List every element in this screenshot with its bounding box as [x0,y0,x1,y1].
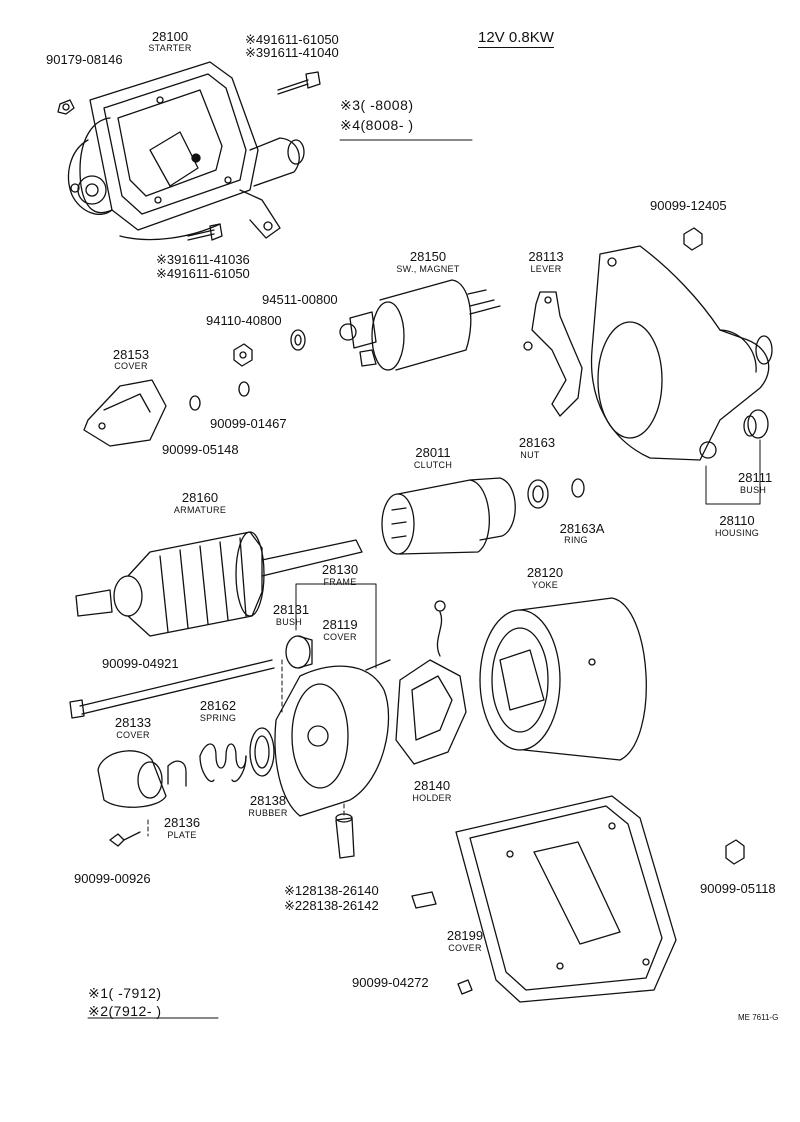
part-number-28150: 28150 [409,249,447,264]
part-number-28162: 28162 [199,698,237,713]
part-number-28119: 28119 [322,617,358,632]
part-number-90099-01467: 90099-01467 [210,416,287,431]
part-number-28110: 28110 [719,513,755,528]
part-name-28153: COVER [114,361,148,371]
part-number-28140: 28140 [413,778,451,793]
part-name-28138: RUBBER [248,808,288,818]
washer-94511-drawing [290,329,306,351]
yoke-drawing [479,597,647,761]
part-number-90099-05148: 90099-05148 [162,442,239,457]
bolt-91611-bottom-drawing [187,223,223,241]
part-name-28130: FRAME [323,577,357,587]
part-number-28011: 28011 [415,445,451,460]
ring-28163A-drawing [571,478,585,498]
part-number-90099-00926: 90099-00926 [74,871,151,886]
part-number-28131: 28131 [272,602,310,617]
part-number-28120: 28120 [526,565,564,580]
part-number-28130: 28130 [321,562,359,577]
part-number-28136: 28136 [163,815,201,830]
frame-cover-28119-drawing [274,659,391,817]
part-number-90099-12405: 90099-12405 [650,198,727,213]
part-name-28160: ARMATURE [173,505,227,515]
part-name-28113: LEVER [530,264,562,274]
part-number-90099-04272: 90099-04272 [352,975,429,990]
part-name-28131: BUSH [275,617,303,627]
clutch-drawing [381,477,516,555]
cap-28138-26140-drawing [411,891,437,909]
part-number-28153: 28153 [112,347,150,362]
part-number-91611-61050-top: ※491611-61050 [245,32,339,47]
bush-28131-drawing [285,635,313,669]
note-2: ※2(7912- ) [88,1003,162,1019]
screw-90099-04272-drawing [457,979,473,995]
part-number-28199: 28199 [446,928,484,943]
cover-28153-drawing [83,379,167,447]
holder-drawing [395,600,467,765]
drawing-id: ME 7611-G [738,1013,779,1022]
part-number-28111: 28111 [738,470,773,485]
part-name-28162: SPRING [199,713,237,723]
armature-drawing [75,531,363,637]
note-4: ※4(8008- ) [340,117,414,133]
part-number-28133: 28133 [114,715,152,730]
nut-94110-drawing [233,343,253,367]
part-number-28113: 28113 [528,249,564,264]
washer-90099-01467-drawing [238,381,250,397]
part-number-90099-05118: 90099-05118 [700,881,776,896]
housing-drawing [590,245,773,461]
bolt-28138-drawing [335,813,355,859]
part-number-94511: 94511-00800 [262,292,338,307]
cover-28199-drawing [455,795,677,1003]
part-name-28140: HOLDER [412,793,452,803]
part-name-28119: COVER [323,632,357,642]
part-name-28011: CLUTCH [413,460,453,470]
leader-lines [87,139,761,1019]
nut-28163-drawing [527,479,549,509]
bush-28111-drawing [743,409,769,439]
part-number-28163: 28163 [518,435,556,450]
starter-assembly-drawing [67,61,305,241]
part-number-94110: 94110-40800 [206,313,282,328]
cover-28133-drawing [97,750,167,808]
magnet-switch-drawing [339,279,501,371]
part-name-28110: HOUSING [714,528,760,538]
bolt-91611-top-drawing [277,71,321,95]
note-1: ※1( -7912) [88,985,162,1001]
note-3: ※3( -8008) [340,97,414,113]
part-number-28138-26142: ※228138-26142 [284,898,379,913]
part-name-28100: STARTER [148,43,192,53]
part-number-91611-61050-bottom: ※491611-61050 [156,266,250,281]
spring-28162-drawing [199,743,247,782]
bolt-90179-drawing [57,99,75,115]
part-name-28136: PLATE [167,830,197,840]
part-name-28150: SW., MAGNET [396,264,460,274]
nut-90099-12405-drawing [683,227,703,251]
part-name-28199: COVER [448,943,482,953]
nut-90099-05118-drawing [725,839,745,865]
part-name-28111: BUSH [740,485,767,495]
part-number-91611-41036: ※391611-41036 [156,252,250,267]
part-name-28163A: RING [564,535,588,545]
part-name-28163: NUT [520,450,540,460]
part-number-28100: 28100 [151,29,189,44]
screw-90099-00926-drawing [109,831,141,847]
part-number-28163A: 28163A [559,521,605,536]
spec-label: 12V 0.8KW [478,29,554,48]
part-number-91611-41040: ※391611-41040 [245,45,339,60]
rubber-28138-drawing [249,727,275,777]
washer-90099-05148-drawing [189,395,201,411]
part-name-28120: YOKE [531,580,559,590]
bolt-90099-04921-drawing [69,659,275,719]
part-number-28138-26140: ※128138-26140 [284,883,379,898]
lever-drawing [523,291,583,417]
part-number-28138: 28138 [249,793,287,808]
part-number-90099-04921: 90099-04921 [102,656,179,671]
part-name-28133: COVER [116,730,150,740]
part-number-28160: 28160 [181,490,219,505]
plate-28136-drawing [167,760,187,787]
part-number-90179: 90179-08146 [46,52,123,67]
